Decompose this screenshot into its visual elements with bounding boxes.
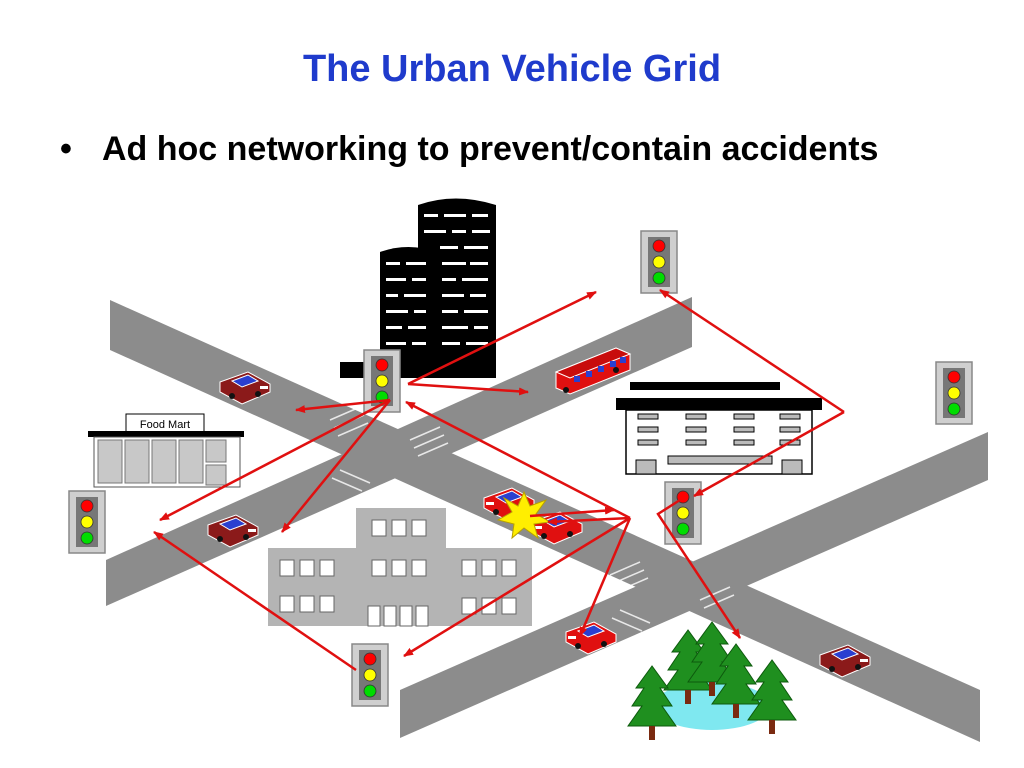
park (627, 621, 797, 741)
bullet-text: Ad hoc networking to prevent/contain acc… (102, 130, 879, 168)
collision-burst-icon (496, 490, 552, 540)
traffic-light-icon (351, 643, 389, 707)
bullet-symbol: • (60, 130, 72, 168)
tree-icon (627, 665, 677, 741)
traffic-light-icon (935, 361, 973, 425)
road-lower-ne (400, 432, 988, 738)
slide-title: The Urban Vehicle Grid (302, 48, 722, 90)
traffic-light-icon (68, 490, 106, 554)
communication-links (153, 288, 845, 672)
store-sign: Food Mart (140, 419, 190, 431)
gray-office-complex (268, 508, 532, 627)
bus-icon (554, 347, 632, 395)
traffic-light-icon (640, 230, 678, 294)
skyscraper-icon (340, 198, 496, 378)
tree-icon (747, 659, 797, 735)
food-mart-building: Food Mart (88, 413, 244, 488)
vehicles (207, 347, 871, 678)
office-building (616, 382, 822, 475)
bullet-item: • Ad hoc networking to prevent/contain ac… (60, 130, 878, 169)
